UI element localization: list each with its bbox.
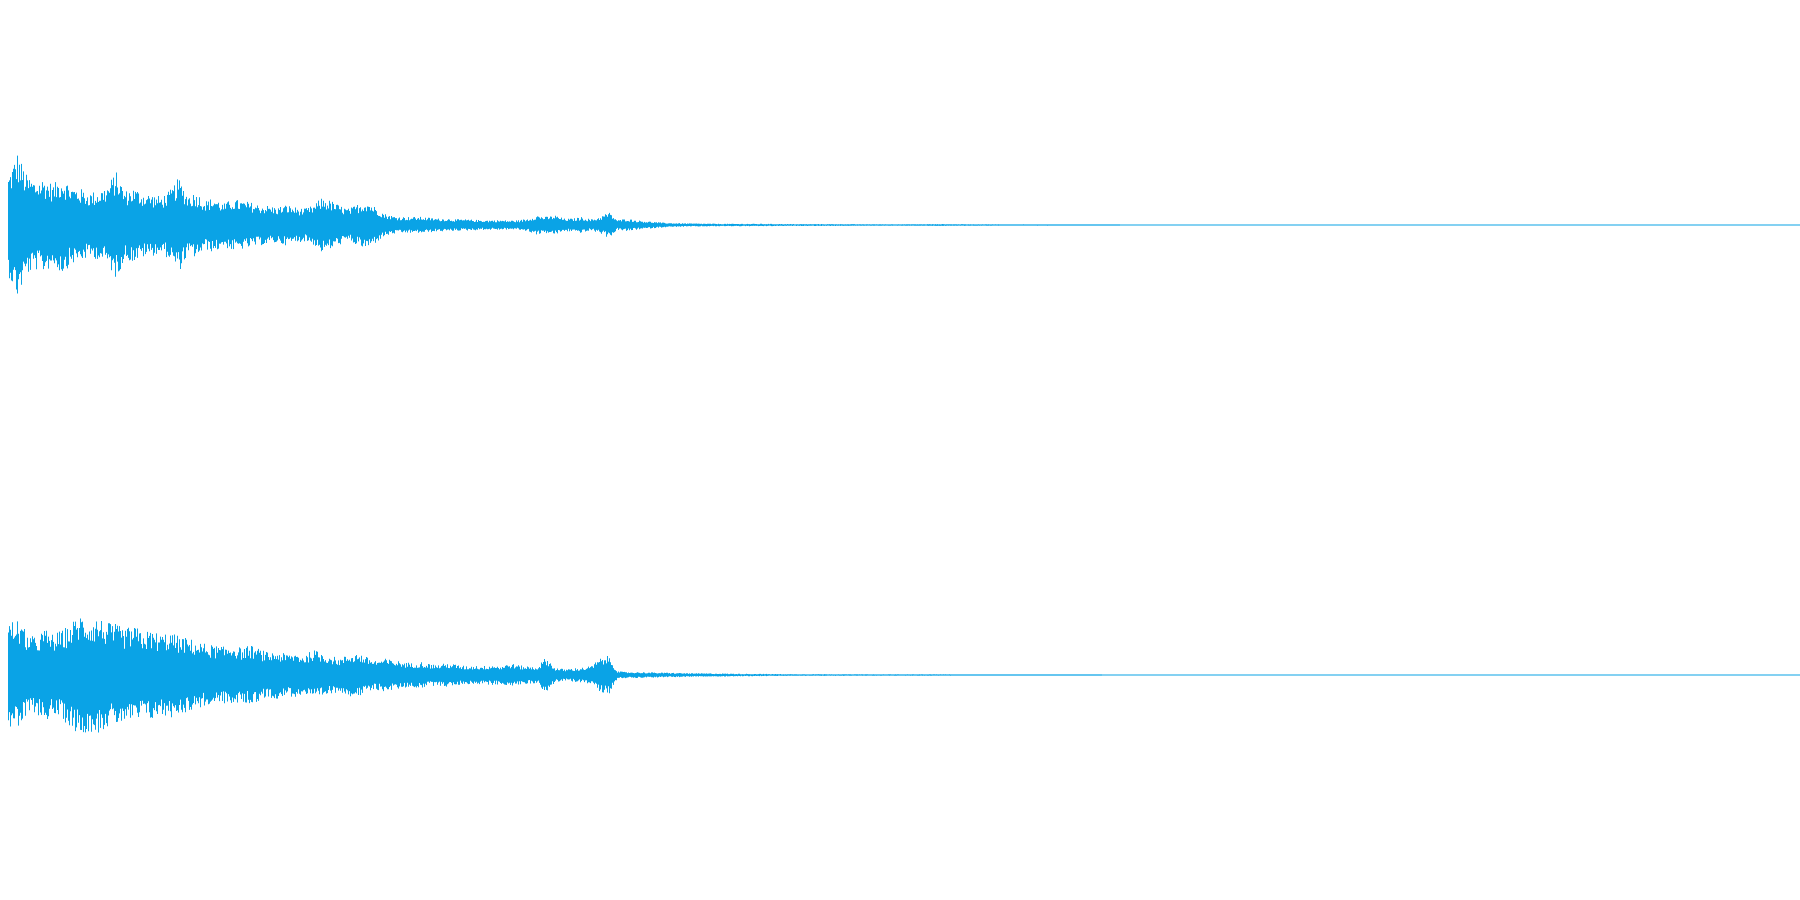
channel-right-track (8, 618, 1800, 733)
channel-right-waveform (8, 618, 1102, 733)
channel-left-waveform (8, 155, 1120, 294)
channel-left-track (8, 155, 1800, 294)
